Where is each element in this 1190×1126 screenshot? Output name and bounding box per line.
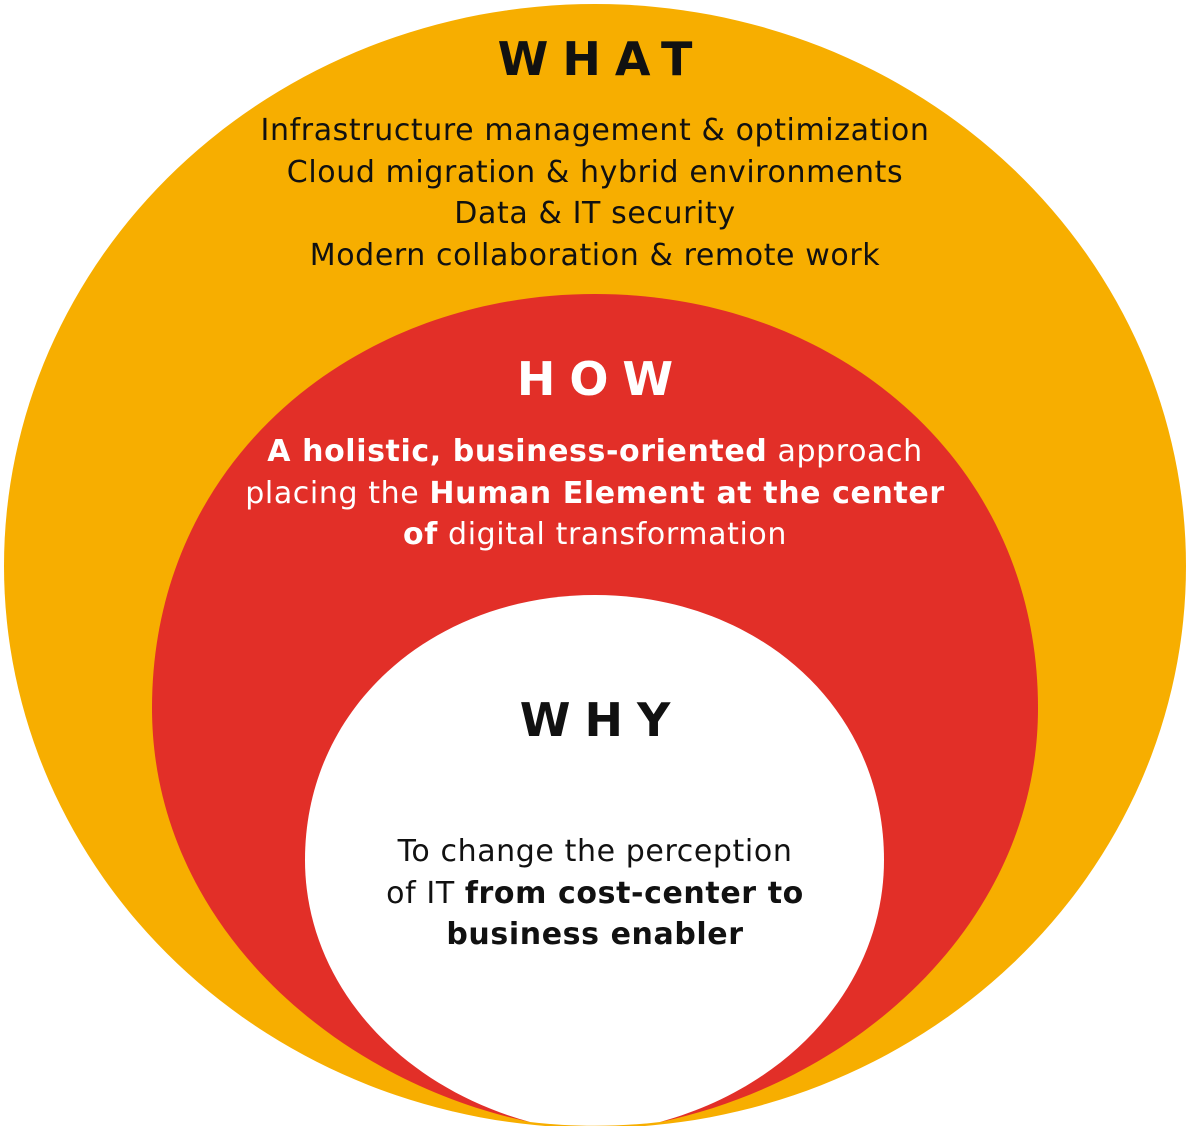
- why-inner-circle: [305, 595, 884, 1126]
- why-heading: WHY: [519, 693, 685, 747]
- how-description: A holistic, business-oriented approach p…: [0, 431, 1190, 556]
- what-item: Cloud migration & hybrid environments: [286, 154, 904, 190]
- how-regular-phrase: digital transformation: [437, 517, 787, 552]
- why-regular-phrase: of IT: [386, 875, 465, 911]
- what-item: Infrastructure management & optimization: [260, 113, 930, 148]
- how-line: placing the Human Element at the center: [0, 473, 1190, 515]
- why-description: To change the perception of IT from cost…: [0, 831, 1190, 956]
- how-line: A holistic, business-oriented approach: [0, 431, 1190, 473]
- how-regular-phrase: approach: [767, 434, 923, 469]
- what-section-title: WHAT: [0, 36, 1190, 82]
- what-item: Data & IT security: [454, 196, 736, 231]
- why-line: To change the perception: [0, 831, 1190, 873]
- why-line: of IT from cost-center to: [0, 873, 1190, 915]
- how-line: of digital transformation: [0, 514, 1190, 556]
- why-section-title: WHY: [0, 697, 1190, 743]
- what-heading: WHAT: [497, 32, 707, 86]
- why-bold-phrase: business enabler: [446, 917, 744, 952]
- what-items-list: Infrastructure management & optimization…: [0, 110, 1190, 276]
- how-bold-phrase: A holistic, business-oriented: [267, 434, 768, 469]
- why-line: business enabler: [0, 914, 1190, 956]
- what-item: Modern collaboration & remote work: [309, 237, 881, 273]
- how-bold-phrase: of: [403, 517, 438, 552]
- how-section-title: HOW: [0, 356, 1190, 402]
- how-regular-phrase: placing the: [245, 475, 430, 511]
- how-heading: HOW: [516, 352, 688, 406]
- how-bold-phrase: Human Element at the center: [429, 475, 945, 511]
- why-regular-phrase: To change the perception: [397, 834, 793, 869]
- why-bold-phrase: from cost-center to: [464, 875, 804, 911]
